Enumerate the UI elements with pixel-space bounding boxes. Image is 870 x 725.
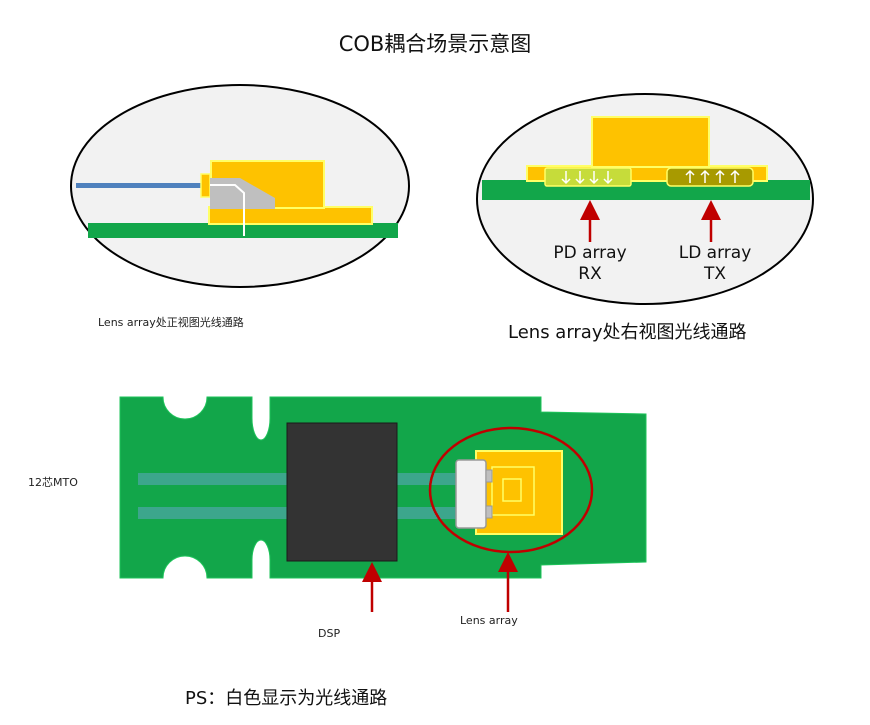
ld-array-block xyxy=(666,167,754,187)
pd-array-label-line2: RX xyxy=(578,264,602,284)
front-view-fiber xyxy=(76,183,202,188)
ld-light-arrows xyxy=(685,169,740,183)
pd-light-arrows xyxy=(561,171,613,185)
side-view-diagram xyxy=(476,93,814,305)
dsp-label: DSP xyxy=(318,627,341,640)
front-view-light-path xyxy=(210,184,245,236)
ld-array-label-line1: LD array xyxy=(678,243,752,263)
pd-array-label-line1: PD array xyxy=(553,243,627,263)
ps-note: PS：白色显示为光线通路 xyxy=(185,688,388,709)
diagram-title: COB耦合场景示意图 xyxy=(338,32,532,56)
front-view-caption: Lens array处正视图光线通路 xyxy=(98,316,244,329)
mto-connector xyxy=(455,459,487,529)
front-view-diagram xyxy=(70,84,410,288)
dsp-chip xyxy=(286,422,398,562)
mto-connector-pin-bottom xyxy=(485,505,493,519)
lens-array-label: Lens array xyxy=(460,614,518,627)
side-view-pcb xyxy=(482,180,810,200)
front-view-base-chip xyxy=(208,206,373,225)
side-view-caption: Lens array处右视图光线通路 xyxy=(508,322,747,343)
mto-connector-pin-top xyxy=(485,469,493,483)
ld-array-label-line2: TX xyxy=(703,264,727,284)
lens-array-inner-frame xyxy=(491,466,535,516)
pd-array-label: PD array RX xyxy=(545,243,635,285)
mto-label: 12芯MTO xyxy=(28,476,78,489)
lens-array-core xyxy=(502,478,522,502)
front-view-ferrule xyxy=(200,173,211,198)
ld-array-label: LD array TX xyxy=(670,243,760,285)
lens-array-chip xyxy=(475,450,563,535)
board-top-view xyxy=(119,396,647,612)
side-view-top-chip xyxy=(591,116,710,168)
pd-array-block xyxy=(544,167,632,187)
